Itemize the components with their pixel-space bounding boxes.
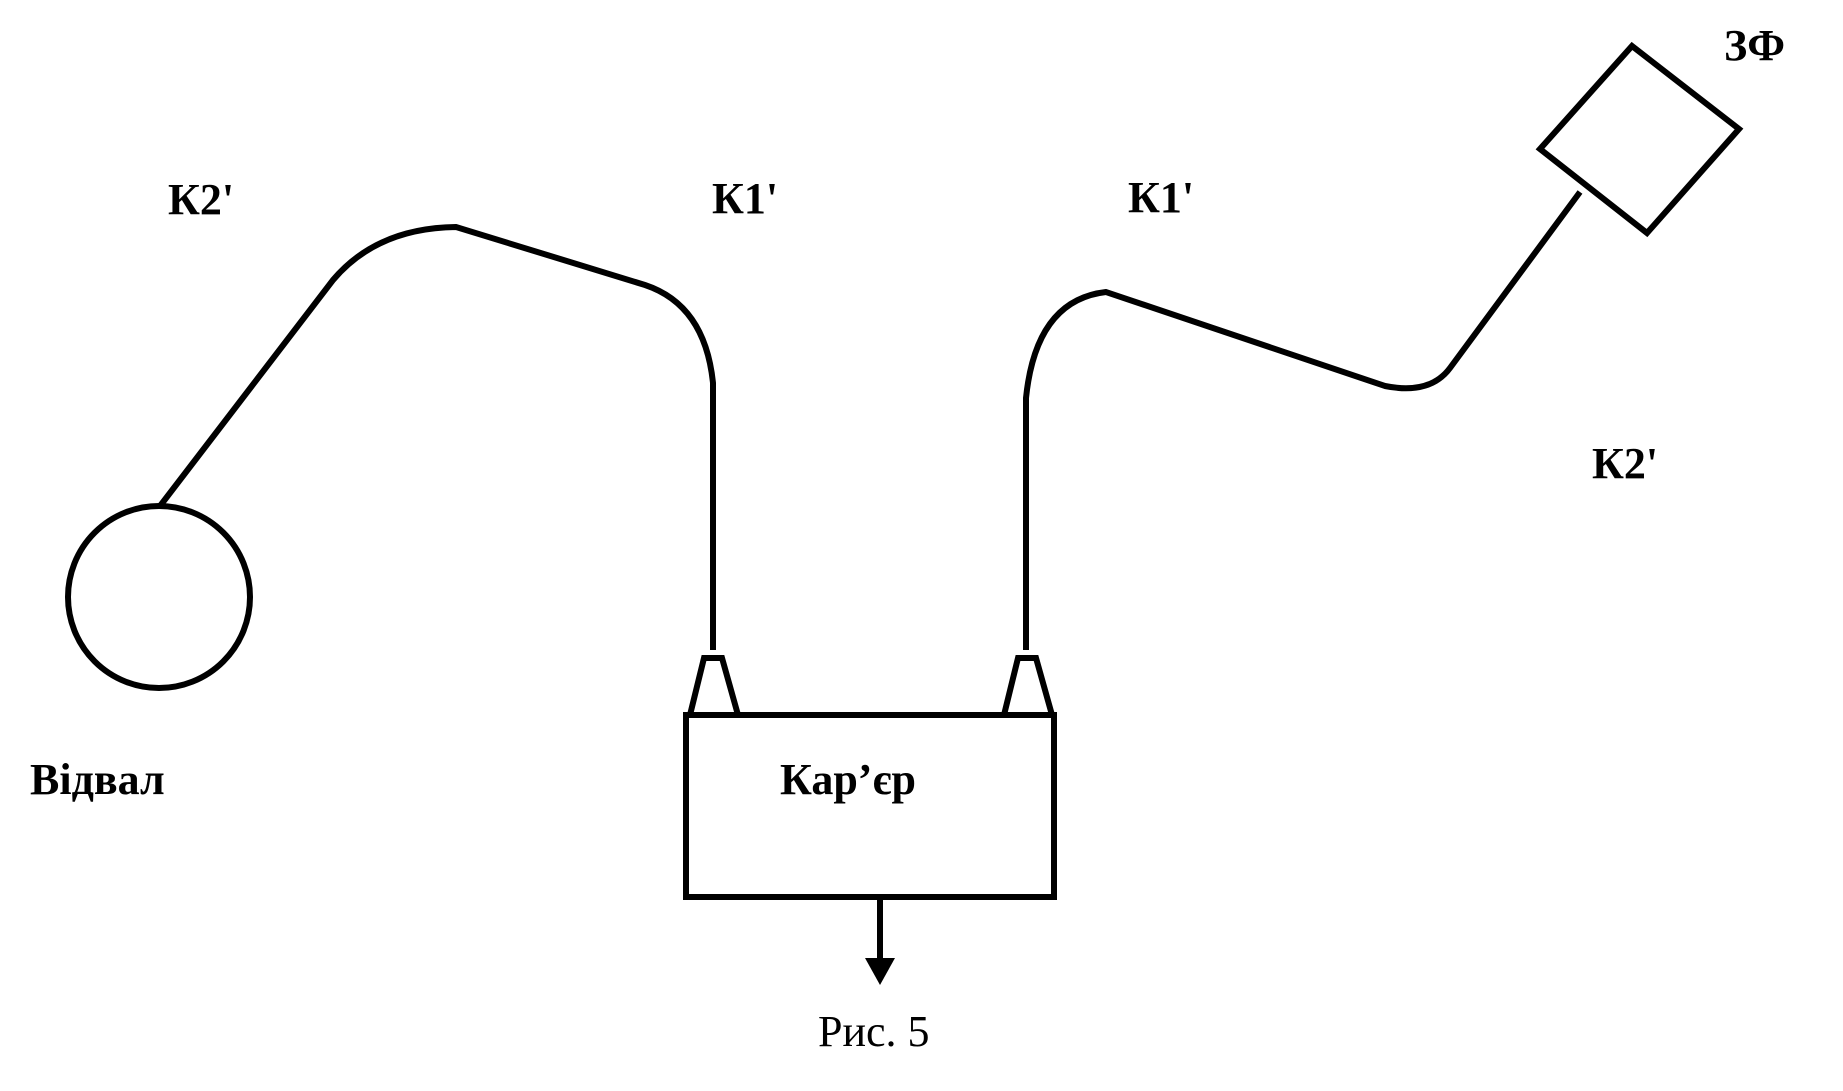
- processing-plant-square: [1535, 41, 1744, 238]
- quarry-box: [683, 712, 1057, 900]
- figure-caption: Рис. 5: [818, 1007, 930, 1056]
- dump-circle: [65, 503, 253, 691]
- loading-point-right: [1000, 655, 1056, 718]
- route-right-line: [1023, 190, 1583, 650]
- loading-point-left: [686, 655, 742, 718]
- label-k1-right: К1': [1128, 173, 1194, 222]
- label-processing-plant: ЗФ: [1724, 21, 1785, 70]
- label-k1-left: К1': [712, 174, 778, 223]
- label-quarry: Кар’єр: [780, 755, 916, 804]
- label-k2-left: К2': [168, 175, 234, 224]
- route-left-line: [157, 223, 716, 650]
- label-dump: Відвал: [30, 755, 165, 804]
- output-arrow-head: [865, 958, 895, 985]
- label-k2-right: К2': [1592, 439, 1658, 488]
